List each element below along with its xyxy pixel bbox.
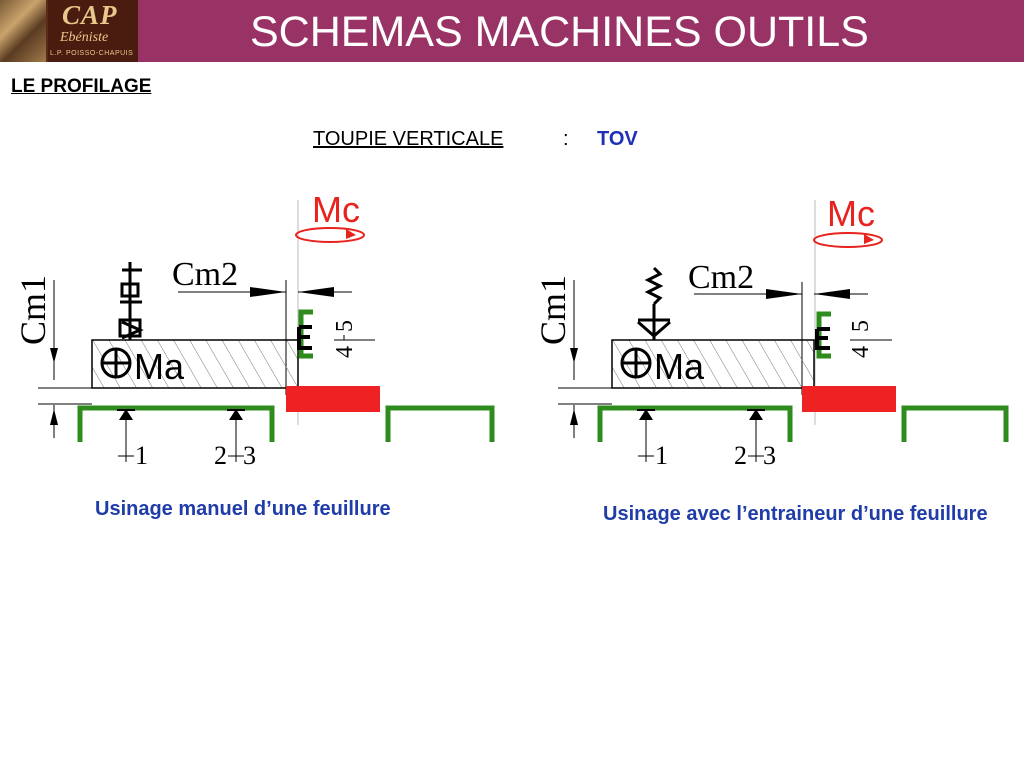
cm1-arrow-down — [570, 348, 578, 363]
school-logo: CAP Ebéniste L.P. POISSO-CHAPUIS — [0, 0, 138, 62]
caption-manual: Usinage manuel d’une feuillure — [95, 498, 391, 520]
rotation-arrowhead — [346, 229, 356, 239]
ref-1-label: 1 — [655, 441, 668, 470]
slide-title: SCHEMAS MACHINES OUTILS — [250, 8, 869, 56]
machine-separator: : — [563, 128, 569, 150]
ref-2-label: 2 — [214, 441, 227, 470]
logo-school-text: L.P. POISSO-CHAPUIS — [50, 50, 134, 57]
ref-3-label: 3 — [243, 441, 256, 470]
table-left — [77, 405, 275, 442]
cutter-block — [802, 386, 896, 412]
cutter-block — [286, 386, 380, 412]
ref-4-label: 4 — [848, 346, 874, 358]
cm1-arrow-down — [50, 348, 58, 363]
caption-feeder: Usinage avec l’entraineur d’une feuillur… — [603, 503, 988, 525]
support-arrow-1 — [117, 409, 135, 462]
support-arrow-23 — [747, 409, 765, 462]
diagram-feeder: Mc Cm1 Cm2 Ma 4 5 1 — [533, 193, 1009, 470]
ref-1-label: 1 — [135, 441, 148, 470]
fence-e-mark — [297, 325, 312, 350]
ma-label: Ma — [134, 346, 185, 387]
table-right — [901, 405, 1009, 442]
ma-label: Ma — [654, 346, 705, 387]
ref-3-label: 3 — [763, 441, 776, 470]
rotation-arrow — [295, 227, 365, 243]
header-band: CAP Ebéniste L.P. POISSO-CHAPUIS SCHEMAS… — [0, 0, 1024, 62]
machine-name: TOUPIE VERTICALE — [313, 128, 504, 150]
rotation-arrowhead — [864, 234, 874, 244]
ref-2-label: 2 — [734, 441, 747, 470]
diagram-manual: Mc Cm1 Cm2 Ma 4 5 — [13, 189, 495, 470]
rotation-arrow — [813, 232, 883, 248]
table-left — [597, 405, 793, 442]
fence-e-mark — [815, 327, 830, 350]
table-right — [385, 405, 495, 442]
support-arrow-23 — [227, 409, 245, 462]
ma-crosshair-icon — [100, 347, 132, 379]
mc-label: Mc — [827, 193, 875, 234]
support-arrow-1 — [637, 409, 655, 462]
cm2-arrow-right — [250, 287, 286, 297]
logo-badge — [48, 0, 138, 62]
logo-ebeniste-text: Ebéniste — [60, 30, 109, 45]
ref-5-label: 5 — [332, 320, 358, 332]
ma-crosshair-icon — [620, 347, 652, 379]
feeder-spring-icon — [637, 266, 671, 340]
mc-label: Mc — [312, 189, 360, 230]
ref-5-label: 5 — [848, 320, 874, 332]
cm2-label: Cm2 — [688, 259, 754, 296]
manual-support-icon — [118, 262, 144, 340]
machine-code: TOV — [597, 128, 638, 150]
ref-4-label: 4 — [332, 346, 358, 358]
section-title: LE PROFILAGE — [11, 76, 152, 97]
cm1-label: Cm1 — [13, 275, 53, 345]
cm1-label: Cm1 — [533, 275, 573, 345]
logo-photo — [0, 0, 46, 62]
cm2-label: Cm2 — [172, 256, 238, 293]
logo-cap-text: CAP — [62, 0, 118, 30]
cm2-arrow-right — [766, 289, 802, 299]
